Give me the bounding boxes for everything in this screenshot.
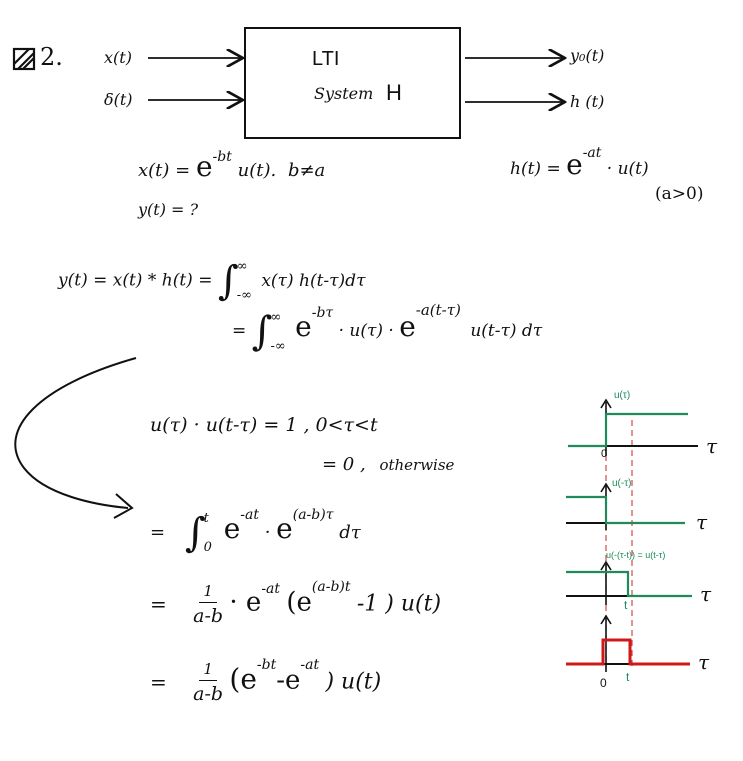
derivation-line2: = ∫∞-∞ e-bτ · u(τ) · e-a(t-τ) u(t-τ) dτ bbox=[232, 301, 543, 355]
plot1-tau-label: τ bbox=[706, 434, 718, 458]
given-x: x(t) = e-bt u(t). b≠a bbox=[138, 149, 326, 183]
plot4-tau-label: τ bbox=[698, 650, 710, 674]
problem-number: 2. bbox=[40, 43, 63, 71]
given-a-condition: (a>0) bbox=[655, 184, 704, 204]
plot2-label: u(-τ) bbox=[612, 478, 632, 489]
plot4-t-label: t bbox=[626, 670, 630, 684]
plot2-step-curve bbox=[566, 495, 685, 525]
input-delta-label: δ(t) bbox=[104, 90, 133, 109]
plot1-label: u(τ) bbox=[614, 390, 631, 401]
lti-system-box bbox=[244, 27, 461, 139]
box-title: LTI bbox=[312, 48, 340, 70]
block-diagram bbox=[148, 27, 743, 139]
output-y-label: y₀(t) bbox=[570, 46, 605, 65]
plot1-zero-label: 0 bbox=[601, 448, 608, 460]
plot3-tau-label: τ bbox=[700, 582, 712, 606]
condition-line2: = 0 , otherwise bbox=[322, 454, 455, 475]
plot3-step-curve bbox=[566, 570, 692, 598]
input-x-label: x(t) bbox=[104, 48, 132, 67]
plot-product bbox=[566, 614, 690, 672]
plot2-arrow-up bbox=[600, 482, 612, 493]
given-y-query: y(t) = ? bbox=[138, 200, 199, 219]
dashed-guides bbox=[605, 420, 633, 668]
plot3-label: u(-(τ-t)) = u(t-τ) bbox=[606, 550, 666, 560]
plot-u-tau bbox=[568, 398, 698, 456]
output-h-label: h (t) bbox=[570, 92, 605, 111]
plot-u-t-minus-tau bbox=[566, 560, 692, 605]
box-subtitle: System bbox=[314, 84, 374, 103]
derivation-line1: y(t) = x(t) * h(t) = ∫∞-∞ x(τ) h(t-τ)dτ bbox=[58, 258, 366, 304]
plot-u-minus-tau bbox=[566, 482, 685, 530]
plot1-arrow-up bbox=[600, 398, 612, 409]
crossed-box-icon bbox=[12, 47, 36, 71]
plot4-arrow-up bbox=[600, 614, 612, 625]
plot3-t-label: t bbox=[624, 598, 628, 612]
box-symbol: H bbox=[386, 80, 402, 105]
plot2-tau-label: τ bbox=[696, 510, 708, 534]
given-h: h(t) = e-at · u(t) bbox=[510, 145, 649, 181]
plot4-rect-pulse bbox=[566, 638, 690, 666]
plot1-step-curve bbox=[568, 412, 688, 448]
plot4-zero-label: 0 bbox=[600, 676, 607, 690]
plot3-arrow-up bbox=[600, 560, 612, 571]
condition-line1: u(τ) · u(t-τ) = 1 , 0<τ<t bbox=[150, 414, 378, 436]
